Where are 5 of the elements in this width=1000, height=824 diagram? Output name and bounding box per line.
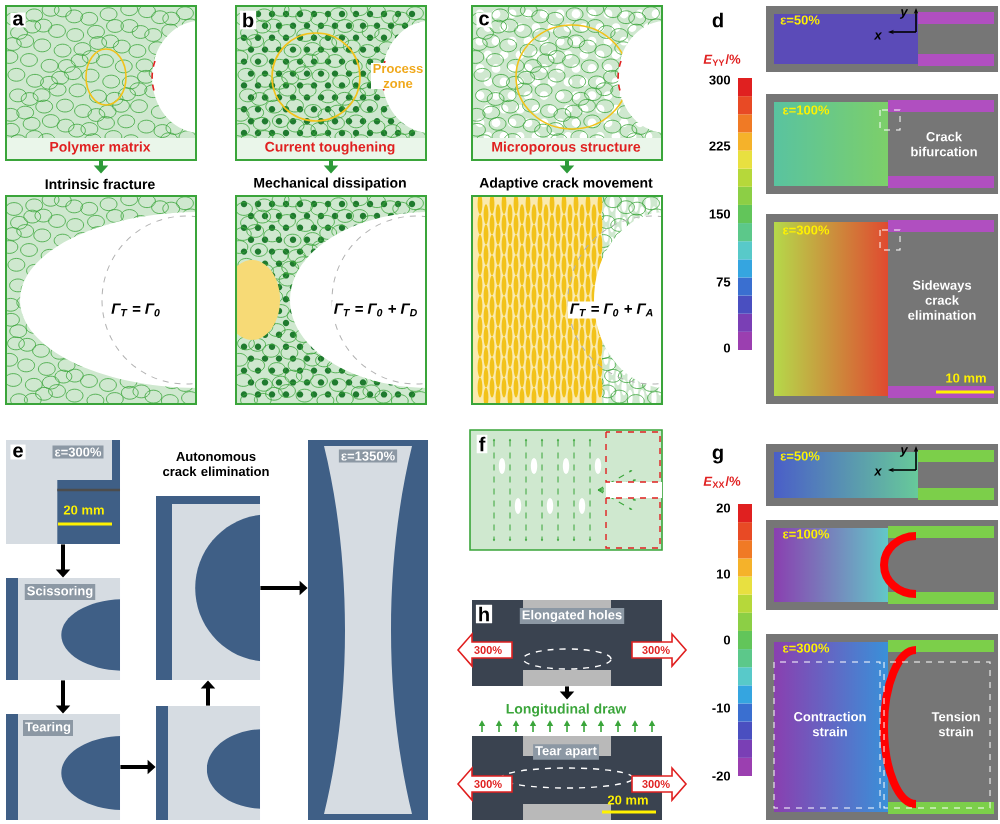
photo xyxy=(156,496,260,680)
panel-letter: d xyxy=(712,12,723,28)
panel-letter: g xyxy=(712,448,723,464)
panel-letter: f xyxy=(476,434,488,454)
photo xyxy=(156,706,260,820)
